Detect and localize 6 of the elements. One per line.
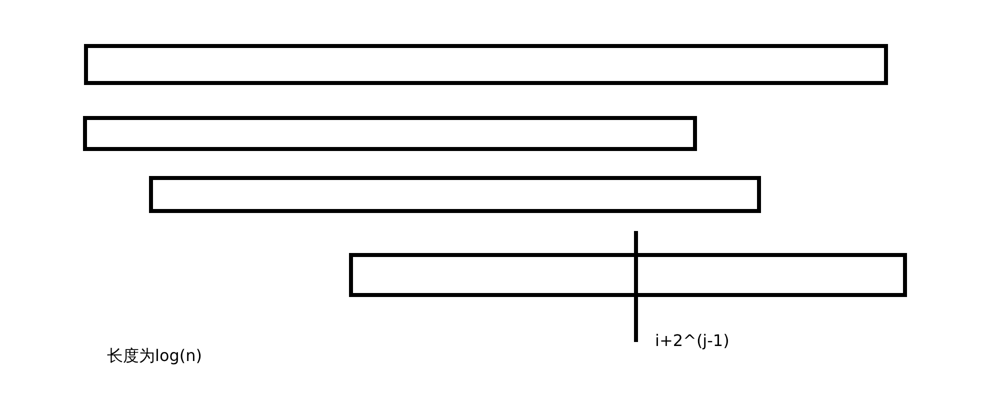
range-bar xyxy=(349,253,907,297)
range-bar xyxy=(83,116,697,151)
range-bar xyxy=(149,176,761,213)
annotation-text: i+2^(j-1) xyxy=(655,331,730,351)
annotation-text: 长度为log(n) xyxy=(107,346,202,366)
range-bar xyxy=(84,44,888,85)
